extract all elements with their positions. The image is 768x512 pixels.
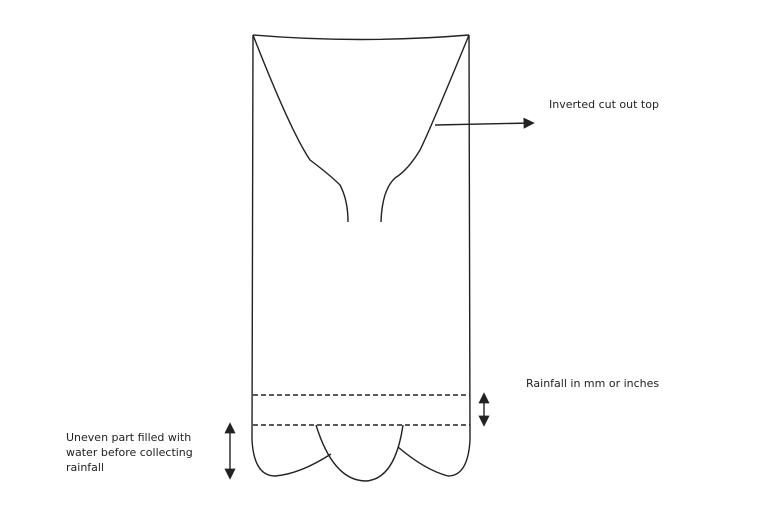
label-inverted-top: Inverted cut out top xyxy=(549,98,659,111)
label-uneven-line-2: water before collecting xyxy=(66,446,193,459)
label-uneven-line-3: rainfall xyxy=(66,461,105,474)
pointer-arrow-inverted-top xyxy=(434,117,535,129)
funnel-right-side xyxy=(380,34,470,223)
label-rainfall: Rainfall in mm or inches xyxy=(526,377,660,390)
bottle-middle-lobe xyxy=(315,424,404,482)
label-uneven-line-1: Uneven part filled with xyxy=(66,431,192,444)
funnel-left-side xyxy=(252,34,349,223)
bottle-right-wall xyxy=(397,34,471,477)
bottle-top-rim xyxy=(252,34,470,41)
label-uneven-part: Uneven part filled with water before col… xyxy=(66,430,193,475)
bottle-left-wall xyxy=(251,34,332,477)
